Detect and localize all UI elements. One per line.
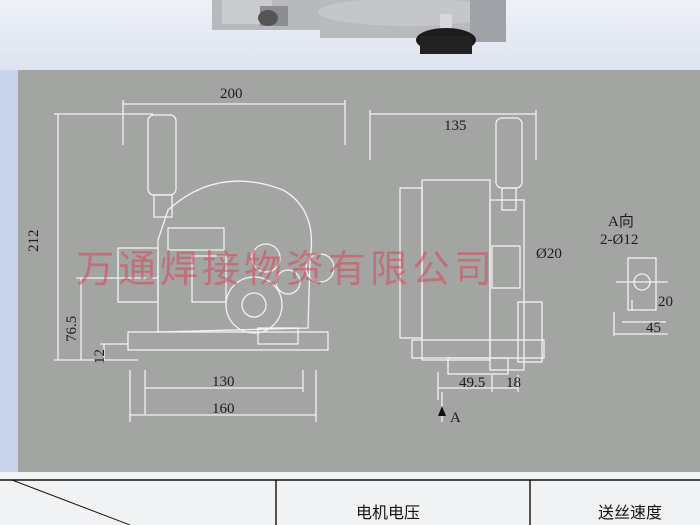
header-motor-voltage: 电机电压 [356,503,420,522]
header-feed-speed: 送丝速度 [598,503,662,522]
side-view-dimensions: 135 Ø20 49.5 18 A [444,118,562,426]
spec-table-header: 电机电压 送丝速度 [0,472,700,525]
front-view-dimensions: 200 212 76.5 12 130 160 [26,86,243,417]
dim-bore-20: Ø20 [536,246,562,262]
dim-height-12: 12 [92,349,108,364]
dim-width-200: 200 [220,86,243,102]
technical-drawing: 200 212 76.5 12 130 160 135 Ø20 49.5 18 … [26,86,673,426]
page-margin [0,70,18,525]
dim-offset-49-5: 49.5 [459,375,485,391]
a-view-title: A向 [608,213,634,230]
product-photo [0,0,700,70]
dim-45: 45 [646,320,661,336]
dim-width-135: 135 [444,118,467,134]
a-view-detail: A向 2-Ø12 20 45 [600,213,673,336]
dim-height-76-5: 76.5 [64,316,80,342]
spec-table-grid: 电机电压 送丝速度 [0,479,700,525]
dim-20: 20 [658,294,673,310]
view-arrow-label: A [450,410,461,426]
dim-base-160: 160 [212,401,235,417]
technical-drawing-panel: 200 212 76.5 12 130 160 135 Ø20 49.5 18 … [18,70,700,472]
a-view-holes: 2-Ø12 [600,232,638,248]
dim-offset-18: 18 [506,375,521,391]
dim-height-212: 212 [26,230,42,253]
company-watermark: 万通焊接物资有限公司 [76,249,496,291]
dim-base-130: 130 [212,374,235,390]
feeder-photo-image [212,0,506,54]
